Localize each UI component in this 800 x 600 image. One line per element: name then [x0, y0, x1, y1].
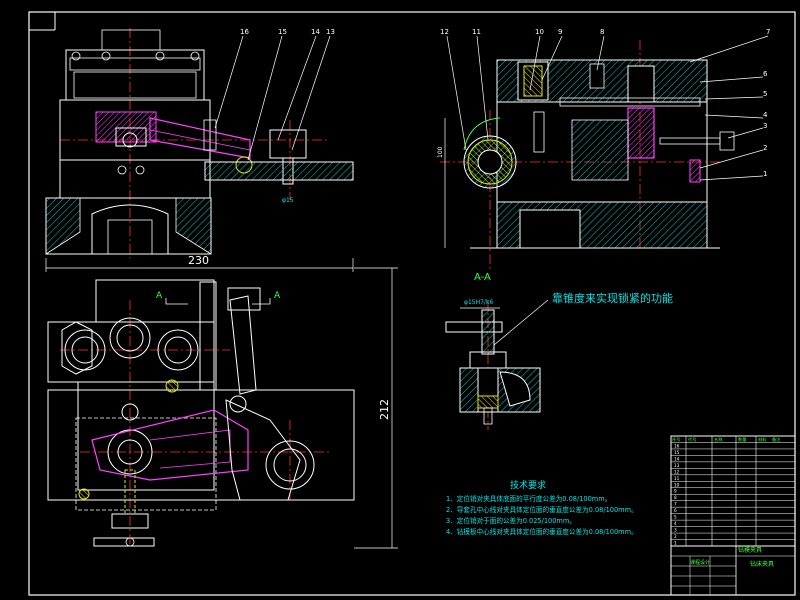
parts-row-number: 13: [674, 463, 680, 468]
parts-header-cell: 序号: [672, 436, 680, 443]
section-marker-left: A: [156, 291, 163, 301]
callout-14: 14: [311, 28, 320, 36]
top-view: [47, 279, 355, 547]
width-dimension: [45, 258, 354, 272]
section-a-a: [445, 299, 549, 430]
front-view: [45, 28, 354, 258]
parts-row-number: 2: [674, 534, 677, 539]
callout-5: 5: [763, 90, 767, 98]
tech-req-item-2: 2、导套孔中心线对夹具体定位面的垂直度公差为0.08/100mm。: [446, 505, 638, 514]
callout-9: 9: [558, 28, 562, 36]
callout-3: 3: [763, 122, 767, 130]
callout-12: 12: [440, 28, 449, 36]
parts-row-number: 1: [674, 541, 677, 546]
parts-row-number: 3: [674, 528, 677, 533]
title-part-name: 钻床夹具: [750, 560, 774, 568]
width-dim-label: 230: [188, 254, 209, 267]
note-callout: 靠锥度来实现锁紧的功能: [552, 291, 673, 305]
callout-1: 1: [763, 170, 767, 178]
parts-header-cell: 材料: [758, 436, 767, 443]
callout-6: 6: [763, 70, 768, 78]
parts-header-cell: 名称: [714, 436, 722, 443]
tech-req-item-1: 1、定位销对夹具体底面的平行度公差为0.08/100mm。: [446, 494, 611, 503]
side-dim-label: 100: [437, 146, 444, 158]
parts-row-number: 6: [674, 508, 677, 513]
title-drawing-name: 钻模夹具: [738, 546, 762, 554]
callout-15: 15: [278, 28, 287, 36]
side-view: [440, 35, 769, 270]
parts-row-number: 5: [674, 515, 677, 520]
height-dimension: [354, 267, 398, 549]
section-marker-right: A: [274, 291, 281, 301]
fit-annotation: φ15H7/k6: [464, 299, 493, 306]
callout-11: 11: [472, 28, 481, 36]
parts-header-cell: 备注: [772, 436, 781, 443]
parts-row-number: 8: [674, 495, 677, 500]
callout-8: 8: [600, 28, 604, 36]
parts-row-number: 7: [674, 502, 677, 507]
height-dim-label: 212: [378, 399, 391, 420]
parts-row-number: 10: [674, 482, 680, 487]
drawing-frame: [28, 11, 796, 596]
tech-req-item-4: 4、钻模板中心线对夹具体定位面的垂直度公差为0.08/100mm。: [446, 527, 638, 536]
callout-2: 2: [763, 144, 767, 152]
tech-req-item-3: 3、定位销对于面的公差为0.025/100mm。: [446, 516, 576, 525]
callout-7: 7: [766, 28, 770, 36]
parts-header-cell: 数量: [738, 436, 746, 443]
parts-header-cell: 代号: [688, 436, 696, 443]
tech-req-title: 技术要求: [510, 479, 546, 491]
front-small-label: φ15: [282, 197, 294, 204]
parts-row-number: 4: [674, 521, 677, 526]
title-block: [670, 545, 796, 596]
parts-row-number: 16: [674, 443, 680, 448]
title-school: 课程设计: [690, 559, 710, 566]
callout-16: 16: [240, 28, 249, 36]
section-title: A-A: [474, 272, 491, 283]
callout-10: 10: [535, 28, 544, 36]
parts-row-number: 9: [674, 489, 677, 494]
callout-4: 4: [763, 111, 768, 119]
callout-13: 13: [326, 28, 335, 36]
parts-row-number: 14: [674, 456, 680, 461]
parts-row-number: 12: [674, 469, 680, 474]
parts-row-number: 15: [674, 450, 680, 455]
parts-row-number: 11: [674, 476, 680, 481]
parts-list: 序号 代号 名称 数量 材料备注 16 1514 1312 1110 98 76 54 32 1: [670, 435, 796, 547]
